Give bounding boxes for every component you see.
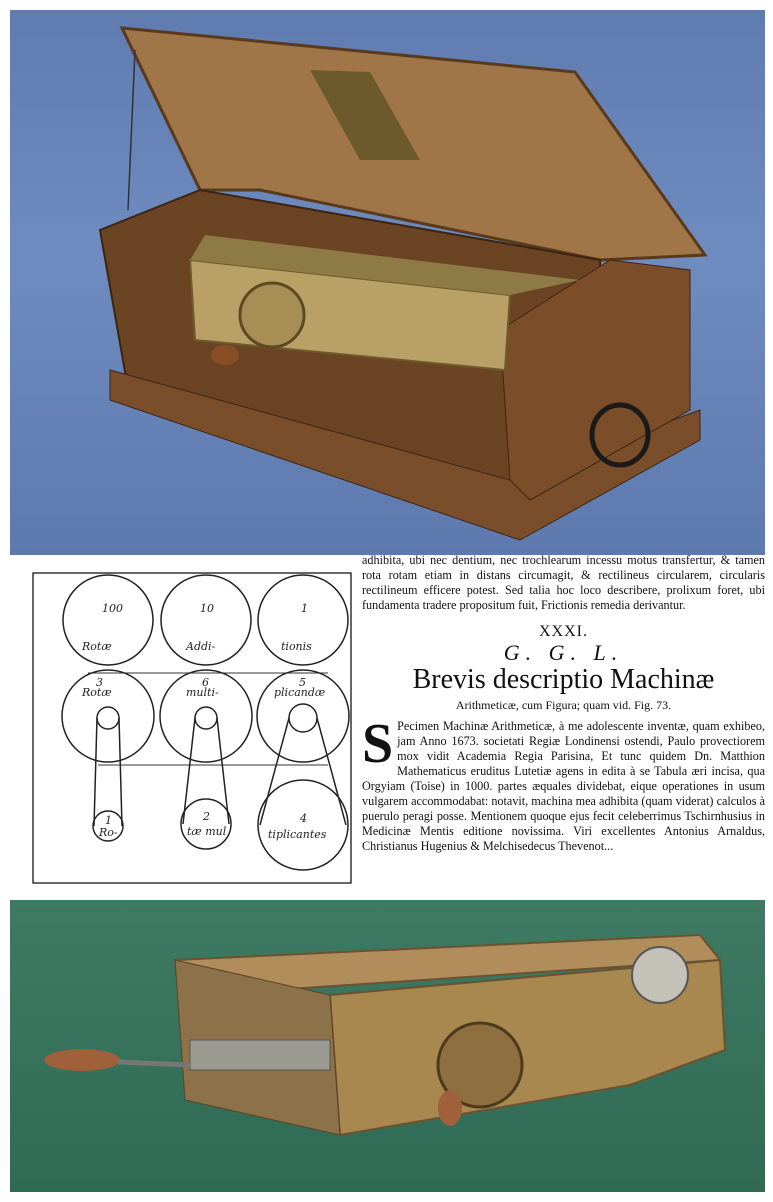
diagram-frame xyxy=(32,572,352,884)
wheel-number: 100 xyxy=(102,602,123,615)
wheel-label: Ro- xyxy=(98,826,118,839)
crank-handle xyxy=(211,345,239,365)
wheel-number: 6 xyxy=(202,676,209,689)
drop-cap: S xyxy=(362,713,394,775)
crank-knob xyxy=(438,1090,462,1126)
lid-string xyxy=(127,49,136,211)
wheel-number: 4 xyxy=(299,812,307,825)
wheel-label: tionis xyxy=(281,640,312,653)
article-subtitle: Arithmeticæ, cum Figura; quam vid. Fig. … xyxy=(455,698,672,712)
wheel-number: 1 xyxy=(301,602,308,615)
carrying-handle xyxy=(589,402,651,468)
wheel-number: 10 xyxy=(200,602,214,615)
wheel-label: multi- xyxy=(186,686,219,699)
wheel-top-2 xyxy=(160,574,252,666)
wheel-label: Rotæ xyxy=(81,640,112,653)
top-paragraph: adhibita, ubi nec dentium, nec trochlear… xyxy=(362,553,765,612)
wheel-middle-1 xyxy=(61,669,155,763)
crank-shaft xyxy=(117,1059,191,1068)
wheel-middle-2 xyxy=(159,669,253,763)
wheel-label: Rotæ xyxy=(81,686,112,699)
photo-calculator-in-case xyxy=(10,10,765,555)
wheel-top-1 xyxy=(62,574,154,666)
wheel-number: 3 xyxy=(96,676,103,689)
wheel-label: plicandæ xyxy=(274,686,325,699)
section-number: XXXI. xyxy=(539,623,588,640)
wheel-bottom-3 xyxy=(257,779,349,871)
hub-2 xyxy=(194,706,218,730)
wheel-label: Addi- xyxy=(185,640,216,653)
stepped-reckoner-case-illustration xyxy=(98,26,708,541)
body-paragraph: Pecimen Machinæ Arithmeticæ, à me adoles… xyxy=(362,719,765,853)
wheel-bottom-1 xyxy=(92,810,124,842)
crank-dial xyxy=(238,281,306,349)
wheel-label: tæ mul xyxy=(187,825,227,838)
wheel-number: 2 xyxy=(202,810,210,823)
hub-1 xyxy=(96,706,120,730)
stepped-reckoner-illustration xyxy=(44,933,727,1137)
wheel-middle-3 xyxy=(256,669,350,763)
crank-handle xyxy=(44,1049,120,1071)
latin-text-column: adhibita, ubi nec dentium, nec trochlear… xyxy=(362,553,765,854)
belt-lines xyxy=(93,717,347,827)
gear-diagram: 100 Rotæ 10 Addi- 1 tionis 3 Rotæ 6 mult… xyxy=(32,572,352,884)
box-end-panel xyxy=(499,259,691,501)
wheel-label: tiplicantes xyxy=(268,828,327,841)
hub-3 xyxy=(288,703,318,733)
author-initials: G. G. L. xyxy=(503,640,624,665)
article-title: Brevis descriptio Machinæ xyxy=(412,664,715,695)
wheel-number: 5 xyxy=(299,676,306,689)
document-page: 100 Rotæ 10 Addi- 1 tionis 3 Rotæ 6 mult… xyxy=(10,553,765,898)
lid-hinge-plate xyxy=(310,70,420,160)
wheel-number: 1 xyxy=(105,814,112,827)
brass-gear-row xyxy=(190,235,580,295)
photo-calculator-mechanism xyxy=(10,900,765,1192)
stepped-drum xyxy=(189,1039,331,1071)
wheel-top-3 xyxy=(257,574,349,666)
wheel-bottom-2 xyxy=(180,798,232,850)
ornate-crank-wheel xyxy=(436,1021,524,1109)
counter-dial xyxy=(631,946,689,1004)
